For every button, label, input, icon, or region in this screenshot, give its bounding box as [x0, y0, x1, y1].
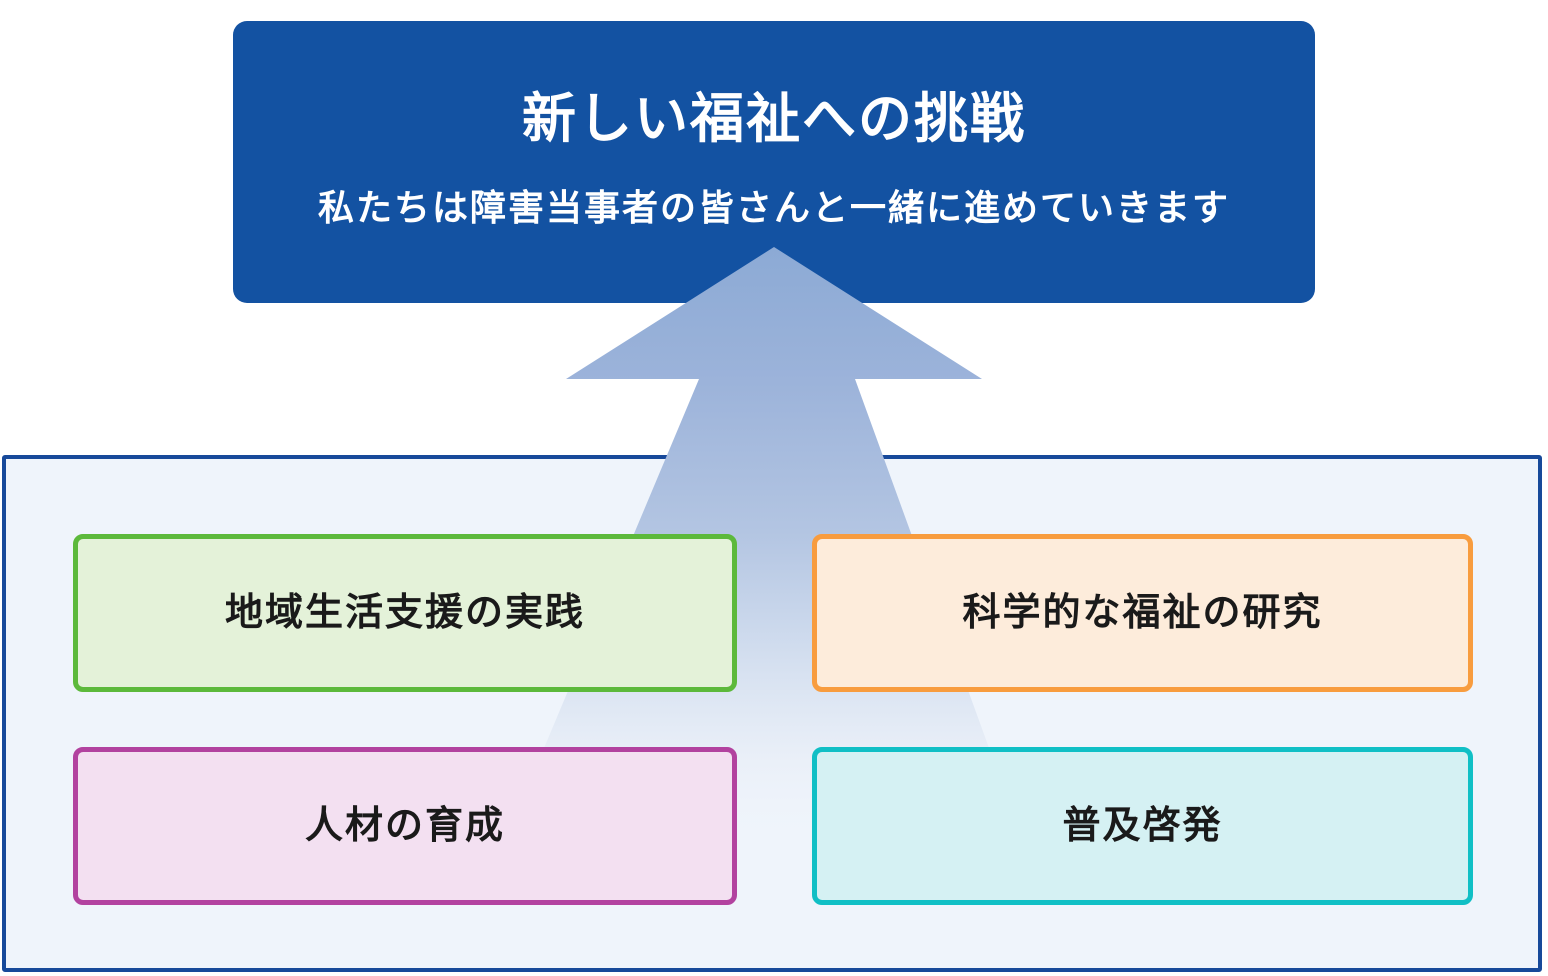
activity-card-label: 普及啓発	[1062, 805, 1223, 847]
activities-panel: 地域生活支援の実践 科学的な福祉の研究 人材の育成 普及啓発	[2, 455, 1542, 972]
goal-subtitle: 私たちは障害当事者の皆さんと一緒に進めていきます	[317, 187, 1230, 228]
activity-card-awareness: 普及啓発	[812, 747, 1473, 905]
activity-card-label: 科学的な福祉の研究	[962, 592, 1323, 634]
goal-title: 新しい福祉への挑戦	[522, 89, 1026, 149]
activity-card-label: 人材の育成	[304, 805, 505, 847]
goal-banner: 新しい福祉への挑戦 私たちは障害当事者の皆さんと一緒に進めていきます	[233, 21, 1315, 303]
activity-card-hr-development: 人材の育成	[73, 747, 737, 905]
activity-card-community-support: 地域生活支援の実践	[73, 534, 737, 692]
activity-card-label: 地域生活支援の実践	[224, 592, 585, 634]
activity-card-scientific-research: 科学的な福祉の研究	[812, 534, 1473, 692]
